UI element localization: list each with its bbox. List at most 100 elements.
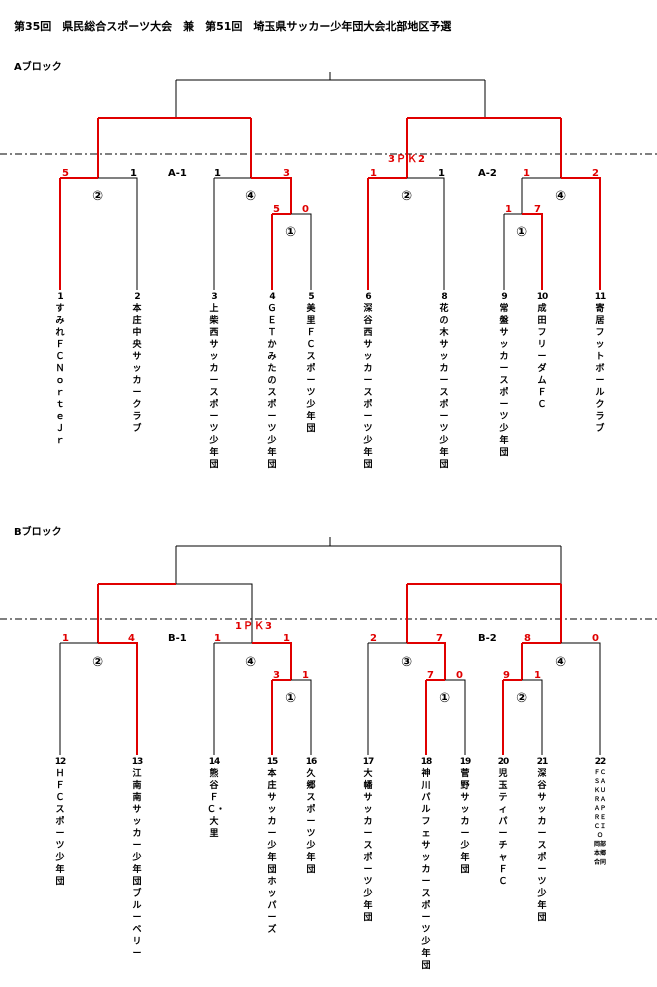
match-b4-winner [252,642,292,680]
match-number: ① [439,691,450,706]
group-label: B-2 [478,633,497,644]
match-b1r-winner [425,679,445,755]
match-a1-loser [291,213,312,290]
team-entry: 6 深谷西サッカースポーツ少年団 [361,291,375,471]
team-entry: 2 本庄中央サッカークラブ [130,291,144,435]
match-number: ① [516,225,527,240]
page-title: 第35回 県民総合スポーツ大会 兼 第51回 埼玉県サッカー少年団大会北部地区予… [14,20,452,33]
match-a4r-loser [521,177,561,214]
team-name: 上柴西サッカースポーツ少年団 [209,304,219,470]
match-number: ④ [245,655,256,670]
team-entry: 9 常盤サッカースポーツ少年団 [497,291,511,459]
match-b1-loser [291,679,312,755]
score: 0 [456,670,463,681]
team-entry: 8 花の木サッカースポーツ少年団 [437,291,451,471]
match-a2-loser [98,177,138,290]
team-number: 14 [208,757,221,767]
match-a1r-winner [522,213,543,290]
score: 1 [62,633,69,644]
score: 2 [592,168,599,179]
score: 1 [130,168,137,179]
team-number: 10 [536,292,549,302]
match-number: ④ [245,189,256,204]
team-number: 13 [131,757,144,767]
semifinal-left-b [97,583,176,643]
score: 1 [523,168,530,179]
block-b-label: Bブロック [14,527,62,538]
team-name: 深谷サッカースポーツ少年団 [537,769,547,923]
team-number: 12 [54,757,67,767]
team-number: 19 [459,757,472,767]
score: 1 [283,633,290,644]
team-name: 本庄サッカー少年団ホッパーズ [267,769,277,935]
team-number: 6 [365,292,371,302]
team-number: 4 [269,292,275,302]
score: 3 [283,168,290,179]
match-number: ② [92,655,103,670]
match-number: ② [92,189,103,204]
team-number: 16 [305,757,318,767]
final-lines-a [175,72,486,118]
score: 5 [62,168,69,179]
match-number: ④ [555,189,566,204]
score: 2 [370,633,377,644]
score: 1 [505,204,512,215]
team-number: 15 [266,757,279,767]
team-name: 常盤サッカースポーツ少年団 [499,304,509,458]
team-name: すみれＦＣ Ｎｏｒｔｅ Ｊｒ [55,304,74,446]
score: 1 [370,168,377,179]
match-a1-winner [271,213,291,290]
score: 9 [503,670,510,681]
team-name: 神川パルフェサッカースポーツ少年団 [421,769,431,971]
match-b1r-loser [445,679,466,755]
team-name: 深谷西サッカースポーツ少年団 [363,304,373,470]
team-name: 本庄中央サッカークラブ [132,304,142,434]
score: 0 [302,204,309,215]
team-number: 17 [362,757,375,767]
semifinal-left-b-top [176,583,253,643]
pk-result: 3ＰＫ2 [388,153,426,165]
semifinal-right-a [406,117,562,178]
team-name: 寄居フットボールクラブ [595,304,605,434]
match-b2r-winner [502,679,522,755]
match-number: ④ [555,655,566,670]
match-a4-winner [251,177,292,214]
match-a1r-loser [503,213,522,290]
match-number: ② [401,189,412,204]
team-entry: 19 菅野サッカー少年団 [458,756,472,876]
team-number: 21 [536,757,549,767]
match-b3-winner [407,642,446,680]
score: 3 [273,670,280,681]
team-name: 花の木サッカースポーツ少年団 [439,304,449,470]
team-number: 5 [308,292,314,302]
match-b1-winner [271,679,291,755]
match-b2-winner [98,642,138,755]
match-b4r-loser [561,642,601,755]
team-name: 児玉ティパーチャＦＣ [498,769,508,887]
score: 7 [436,633,443,644]
team-number: 9 [501,292,507,302]
match-a4-loser [213,177,251,290]
team-number: 20 [497,757,510,767]
match-a2r-loser [407,177,445,290]
team-number: 8 [441,292,447,302]
score: 7 [534,204,541,215]
team-number: 2 [134,292,140,302]
team-number: 22 [594,757,607,767]
pk-result: 1ＰＫ3 [235,620,273,632]
score: 7 [427,670,434,681]
team-name: 菅野サッカー少年団 [460,769,470,875]
match-number: ③ [401,655,412,670]
